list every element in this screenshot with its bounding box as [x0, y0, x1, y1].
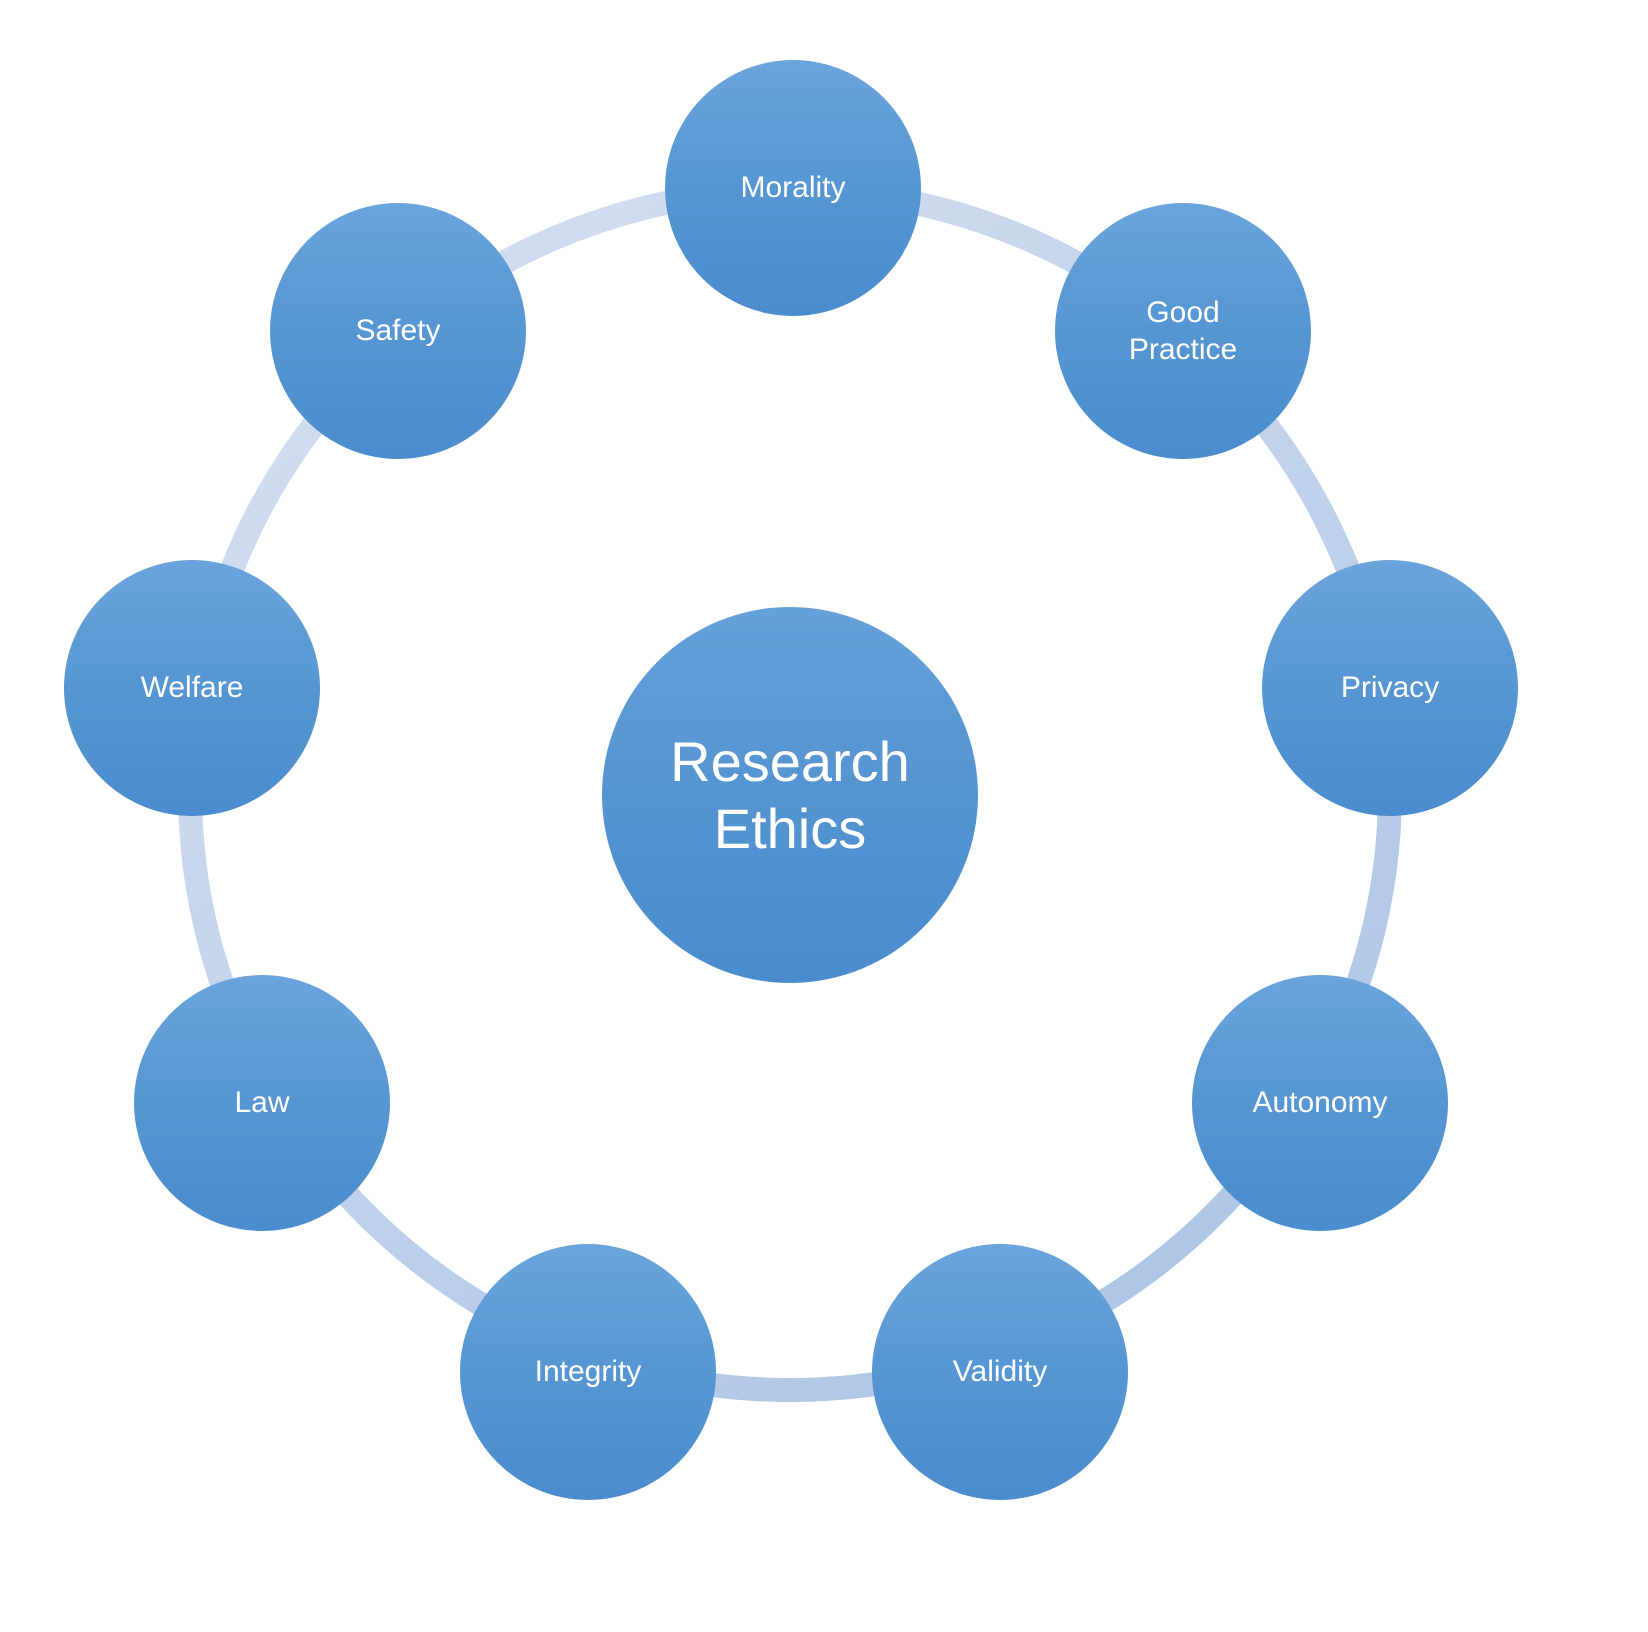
diagram-node-morality: Morality — [665, 60, 921, 316]
node-label: Safety — [355, 314, 441, 348]
node-label: Morality — [740, 171, 846, 205]
diagram-node-validity: Validity — [872, 1244, 1128, 1500]
node-label: Law — [234, 1086, 290, 1120]
center-label: Research Ethics — [670, 729, 910, 860]
diagram-node-privacy: Privacy — [1262, 560, 1518, 816]
diagram-node-welfare: Welfare — [64, 560, 320, 816]
diagram-node-autonomy: Autonomy — [1192, 975, 1448, 1231]
node-label: Welfare — [140, 671, 244, 705]
node-label: Privacy — [1340, 671, 1440, 705]
diagram-node-integrity: Integrity — [460, 1244, 716, 1500]
node-label: Autonomy — [1252, 1086, 1388, 1120]
node-label: Good Practice — [1128, 295, 1238, 367]
diagram-node-safety: Safety — [270, 203, 526, 459]
node-label: Validity — [952, 1355, 1048, 1389]
node-label: Integrity — [534, 1355, 642, 1389]
diagram-node-good-practice: Good Practice — [1055, 203, 1311, 459]
diagram-center-research-ethics: Research Ethics — [602, 607, 978, 983]
diagram-node-law: Law — [134, 975, 390, 1231]
